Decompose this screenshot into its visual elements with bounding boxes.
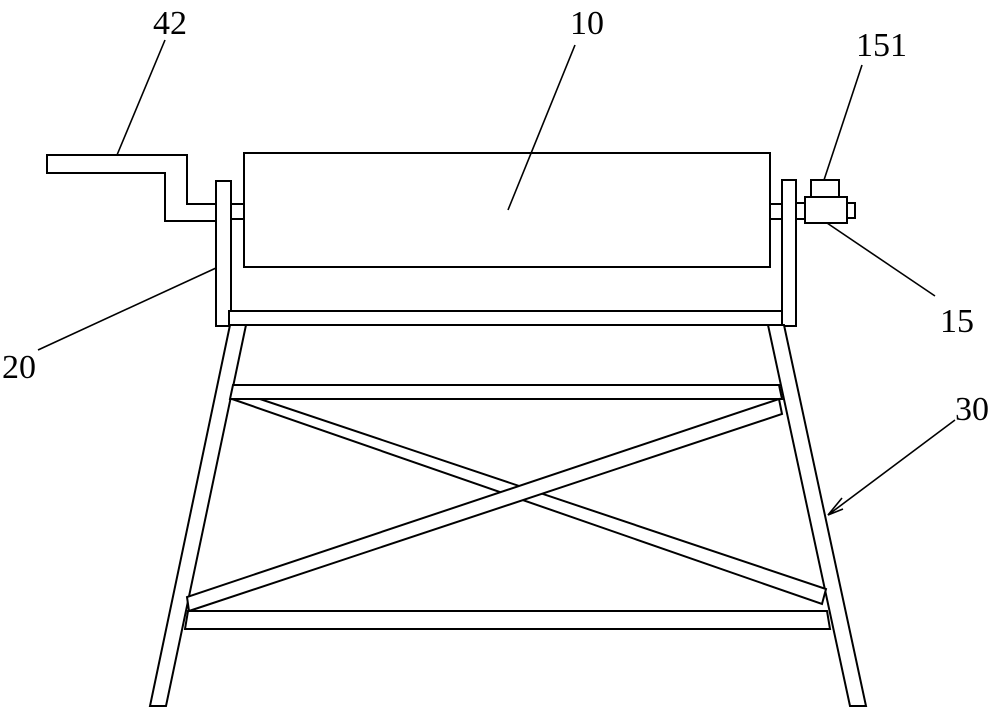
motor [805, 180, 855, 223]
top-beam [229, 311, 782, 325]
right-leg [768, 325, 866, 706]
crank-handle [47, 155, 216, 221]
label-15: 15 [940, 303, 974, 340]
left-leg [150, 325, 246, 706]
right-side-plate [782, 180, 796, 326]
roller [244, 153, 770, 267]
label-30: 30 [955, 391, 989, 428]
left-side-plate [216, 181, 231, 326]
lower-brace [185, 611, 830, 629]
leader-lines [38, 40, 955, 515]
diagonal-brace-b [187, 399, 782, 611]
label-151: 151 [856, 27, 907, 64]
label-10: 10 [570, 5, 604, 42]
label-20: 20 [2, 349, 36, 386]
left-axle [231, 204, 244, 219]
upper-brace [230, 385, 782, 399]
label-42: 42 [153, 5, 187, 42]
